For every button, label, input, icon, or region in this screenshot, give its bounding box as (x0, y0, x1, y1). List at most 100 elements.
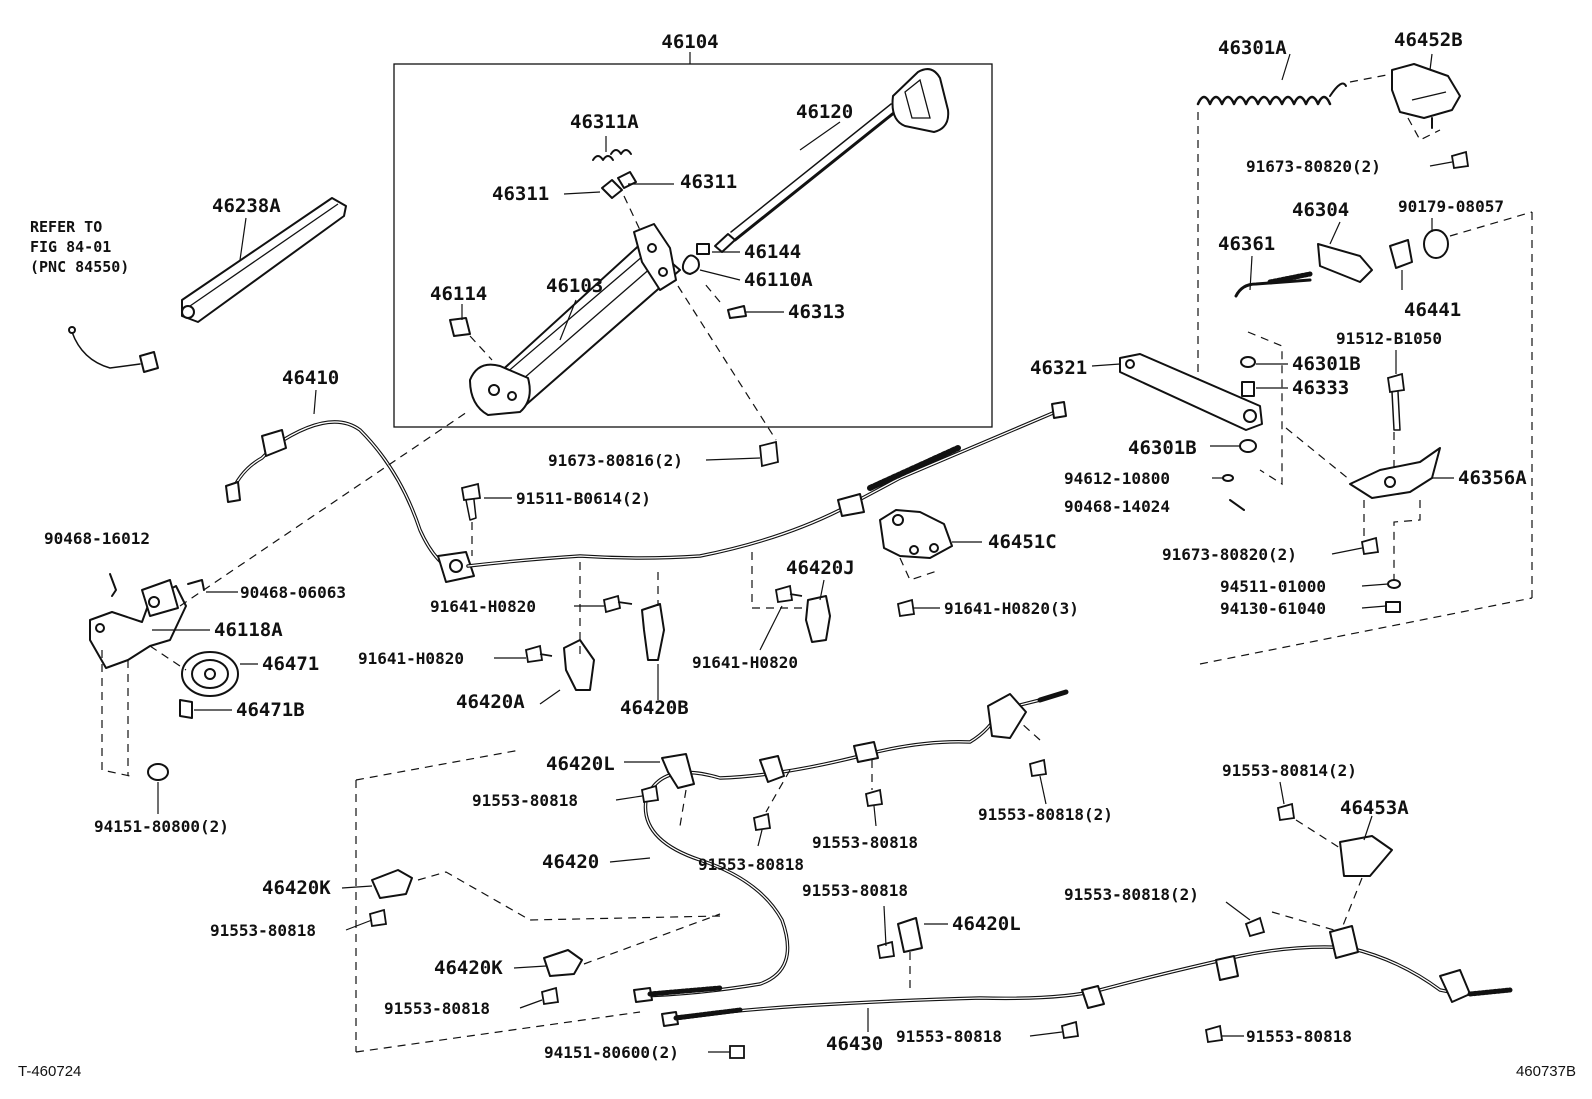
washer-46301b-b (1239, 439, 1257, 453)
clip-46420l-top (661, 753, 695, 789)
washer-46301b-a (1240, 356, 1256, 368)
button-46144 (696, 243, 710, 255)
label-46304: 46304 (1292, 199, 1349, 221)
label-46420l-top: 46420L (546, 753, 615, 775)
clip-46420l-bottom (897, 917, 923, 953)
callout-labels: 46104 46311A 46120 46311 46311 46144 461… (30, 29, 1527, 1062)
bolt-91553-80818-a (640, 784, 660, 804)
label-46471: 46471 (262, 653, 319, 675)
lever-46321 (1119, 353, 1263, 431)
label-46313: 46313 (788, 301, 845, 323)
label-91553-80818-2a: 91553-80818(2) (978, 805, 1113, 824)
bracket-46356a (1349, 447, 1441, 499)
diagram-id-left: T-460724 (18, 1063, 81, 1080)
clip-46420a (563, 639, 595, 691)
label-91511-b0614: 91511-B0614(2) (516, 489, 651, 508)
label-46114: 46114 (430, 283, 487, 305)
pin-90468-14024 (1229, 499, 1245, 511)
label-91553-80818-a: 91553-80818 (472, 791, 578, 810)
bolt-91553-80818-h (1204, 1024, 1224, 1044)
pawl-46311 (601, 179, 623, 199)
collar-46333 (1241, 381, 1255, 397)
label-91512-b1050: 91512-B1050 (1336, 329, 1442, 348)
label-46311a: 46311A (570, 111, 639, 133)
washer-94612-10800 (1222, 474, 1234, 482)
bolt-91641-h0820-3 (896, 598, 916, 618)
label-46420k-b: 46420K (434, 957, 503, 979)
label-46420: 46420 (542, 851, 599, 873)
label-94130-61040: 94130-61040 (1220, 599, 1326, 618)
bolt-91553-80814 (1276, 802, 1296, 822)
intermediate-cable (466, 401, 1067, 568)
label-91553-80818-f: 91553-80818 (802, 881, 908, 900)
label-91673-80820-top: 91673-80820(2) (1246, 157, 1381, 176)
lever-grip (891, 68, 950, 133)
bolt-91553-80818-c (540, 986, 560, 1006)
pulley-46471 (181, 651, 239, 697)
label-46333: 46333 (1292, 377, 1349, 399)
diagram-id-right: 460737B (1516, 1063, 1576, 1080)
pin-46313 (727, 305, 747, 319)
label-46361: 46361 (1218, 233, 1275, 255)
label-46301b-b: 46301B (1128, 437, 1197, 459)
label-46410: 46410 (282, 367, 339, 389)
bolt-91641-h0820-a (602, 594, 633, 614)
nut-94130-61040 (1385, 601, 1401, 613)
lever-assembly-group (393, 52, 993, 441)
ref-note-line1: REFER TO (30, 218, 102, 236)
label-46103: 46103 (546, 275, 603, 297)
label-91553-80818-g: 91553-80818 (896, 1027, 1002, 1046)
bolt-91673-80820-mid (1360, 536, 1380, 556)
bolt-91553-80818-f (876, 940, 896, 960)
pawl-46311-b (617, 171, 637, 189)
label-90179-08057: 90179-08057 (1398, 197, 1504, 216)
bolt-91553-80818-g (1060, 1020, 1080, 1040)
label-91553-80818-2b: 91553-80818(2) (1064, 885, 1199, 904)
bushing-46110a (681, 254, 700, 275)
label-46452b: 46452B (1394, 29, 1463, 51)
label-46144: 46144 (744, 241, 801, 263)
label-46356a: 46356A (1458, 467, 1527, 489)
label-94612-10800: 94612-10800 (1064, 469, 1170, 488)
bracket-46452b (1391, 63, 1461, 129)
label-91641-h0820-c: 91641-H0820 (692, 653, 798, 672)
bolt-91553-80818-d (752, 812, 772, 832)
switch-46114 (449, 317, 471, 337)
clip-90468-06063 (187, 579, 205, 591)
label-91673-80816: 91673-80816(2) (548, 451, 683, 470)
label-91673-80820-mid: 91673-80820(2) (1162, 545, 1297, 564)
label-46301a: 46301A (1218, 37, 1287, 59)
label-46104: 46104 (661, 31, 718, 53)
ref-note-line3: (PNC 84550) (30, 258, 129, 276)
label-46120: 46120 (796, 101, 853, 123)
ref-note-line2: FIG 84-01 (30, 238, 111, 256)
bolt-91673-80816 (759, 440, 779, 468)
label-94511-01000: 94511-01000 (1220, 577, 1326, 596)
spring-46301a (1196, 82, 1347, 106)
bolt-91553-80818-b (368, 908, 388, 928)
label-46420l-bottom: 46420L (952, 913, 1021, 935)
label-46118a: 46118A (214, 619, 283, 641)
bracket-46118a (89, 579, 187, 669)
lever-body (469, 223, 681, 416)
label-46451c: 46451C (988, 531, 1057, 553)
label-46430: 46430 (826, 1033, 883, 1055)
label-91553-80818-d: 91553-80818 (698, 855, 804, 874)
label-46311-left: 46311 (492, 183, 549, 205)
rod-46361 (1234, 278, 1312, 298)
bolt-91553-80818-e (864, 788, 884, 808)
pin-46471b (179, 699, 193, 719)
label-46301b-a: 46301B (1292, 353, 1361, 375)
front-cable-46410 (225, 420, 475, 583)
bolt-91512-b1050 (1386, 372, 1406, 431)
label-94151-80800: 94151-80800(2) (94, 817, 229, 836)
label-46110a: 46110A (744, 269, 813, 291)
lever-rod (714, 68, 950, 253)
clip-46420k-a (371, 869, 413, 899)
label-91553-80818-c: 91553-80818 (384, 999, 490, 1018)
console-part-46238a (181, 197, 347, 323)
adjuster-46304 (1317, 243, 1373, 283)
label-90468-06063: 90468-06063 (240, 583, 346, 602)
label-91553-80814: 91553-80814(2) (1222, 761, 1357, 780)
